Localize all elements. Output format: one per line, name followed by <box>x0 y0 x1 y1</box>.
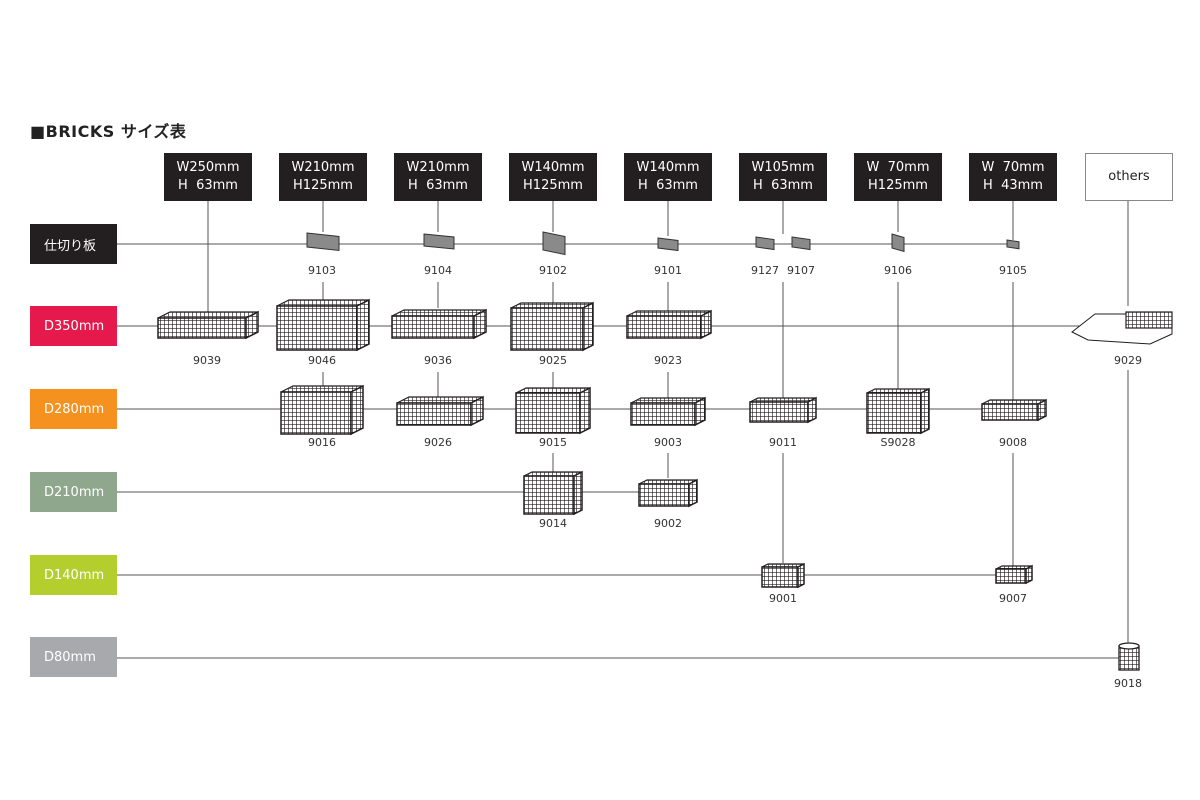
size-label-w250-h63: W250mm H 63mm <box>164 153 252 201</box>
size-width: W210mm <box>406 160 470 175</box>
size-width: W140mm <box>636 160 700 175</box>
divider-9105-image <box>1006 239 1020 250</box>
item-code-9104: 9104 <box>424 264 452 277</box>
item-code-9106: 9106 <box>884 264 912 277</box>
divider-9104-image <box>423 233 455 250</box>
size-label-w105-h63: W105mm H 63mm <box>739 153 827 201</box>
size-height: H 63mm <box>638 178 698 193</box>
size-label-w210-h125: W210mm H125mm <box>279 153 367 201</box>
basket-9016-image <box>280 384 364 436</box>
item-code-9007: 9007 <box>999 592 1027 605</box>
size-label-w140-h125: W140mm H125mm <box>509 153 597 201</box>
size-height: H 63mm <box>178 178 238 193</box>
item-code-9102: 9102 <box>539 264 567 277</box>
item-code-9127: 9127 <box>751 264 779 277</box>
item-code-9015: 9015 <box>539 436 567 449</box>
item-code-s9028: S9028 <box>880 436 916 449</box>
size-height: H 63mm <box>753 178 813 193</box>
item-code-9046: 9046 <box>308 354 336 367</box>
basket-9008-image <box>981 398 1047 422</box>
item-code-9107: 9107 <box>787 264 815 277</box>
size-label-w210-h63: W210mm H 63mm <box>394 153 482 201</box>
item-code-9018: 9018 <box>1114 677 1142 690</box>
row-label-d280: D280mm <box>30 389 117 429</box>
item-code-9002: 9002 <box>654 517 682 530</box>
divider-9107-image <box>791 236 811 251</box>
basket-9003-image <box>630 396 706 427</box>
others-label: others <box>1085 153 1173 201</box>
basket-9025-image <box>510 301 594 352</box>
size-height: H125mm <box>868 178 928 193</box>
row-label-d140: D140mm <box>30 555 117 595</box>
tray-9029-image <box>1071 311 1173 345</box>
item-code-9016: 9016 <box>308 436 336 449</box>
basket-9036-image <box>391 308 487 340</box>
size-label-w140-h63: W140mm H 63mm <box>624 153 712 201</box>
row-label-d350: D350mm <box>30 306 117 346</box>
basket-9015-image <box>515 386 591 435</box>
basket-9014-image <box>523 470 583 516</box>
size-label-w70-h43: W 70mm H 43mm <box>969 153 1057 201</box>
page-title: ■BRICKS サイズ表 <box>30 122 187 141</box>
item-code-9103: 9103 <box>308 264 336 277</box>
basket-9001-image <box>761 562 805 589</box>
item-code-9101: 9101 <box>654 264 682 277</box>
item-code-9105: 9105 <box>999 264 1027 277</box>
divider-9127-image <box>755 236 775 251</box>
others-text: others <box>1108 169 1150 184</box>
size-width: W105mm <box>751 160 815 175</box>
basket-9002-image <box>638 478 698 508</box>
item-code-9036: 9036 <box>424 354 452 367</box>
divider-9102-image <box>542 231 566 256</box>
basket-9046-image <box>276 298 370 352</box>
item-code-9001: 9001 <box>769 592 797 605</box>
item-code-9025: 9025 <box>539 354 567 367</box>
item-code-9029: 9029 <box>1114 354 1142 367</box>
basket-9007-image <box>995 564 1033 585</box>
size-width: W140mm <box>521 160 585 175</box>
basket-9026-image <box>396 395 484 427</box>
item-code-9008: 9008 <box>999 436 1027 449</box>
size-height: H125mm <box>293 178 353 193</box>
basket-9011-image <box>749 396 817 424</box>
item-code-9011: 9011 <box>769 436 797 449</box>
divider-9106-image <box>891 233 905 253</box>
basket-s9028-image <box>866 387 930 435</box>
size-height: H 63mm <box>408 178 468 193</box>
divider-9103-image <box>306 232 340 252</box>
basket-9023-image <box>626 309 712 340</box>
item-code-9026: 9026 <box>424 436 452 449</box>
size-width: W210mm <box>291 160 355 175</box>
size-width: W250mm <box>176 160 240 175</box>
item-code-9003: 9003 <box>654 436 682 449</box>
size-label-w70-h125: W 70mm H125mm <box>854 153 942 201</box>
basket-9039-image <box>157 310 259 340</box>
size-width: W 70mm <box>866 160 930 175</box>
size-height: H 43mm <box>983 178 1043 193</box>
row-label-d210: D210mm <box>30 472 117 512</box>
cylinder-9018-image <box>1118 642 1140 671</box>
divider-9101-image <box>657 237 679 252</box>
size-height: H125mm <box>523 178 583 193</box>
item-code-9014: 9014 <box>539 517 567 530</box>
row-label-d80: D80mm <box>30 637 117 677</box>
item-code-9039: 9039 <box>193 354 221 367</box>
row-label-divider: 仕切り板 <box>30 224 117 264</box>
size-width: W 70mm <box>981 160 1045 175</box>
item-code-9023: 9023 <box>654 354 682 367</box>
